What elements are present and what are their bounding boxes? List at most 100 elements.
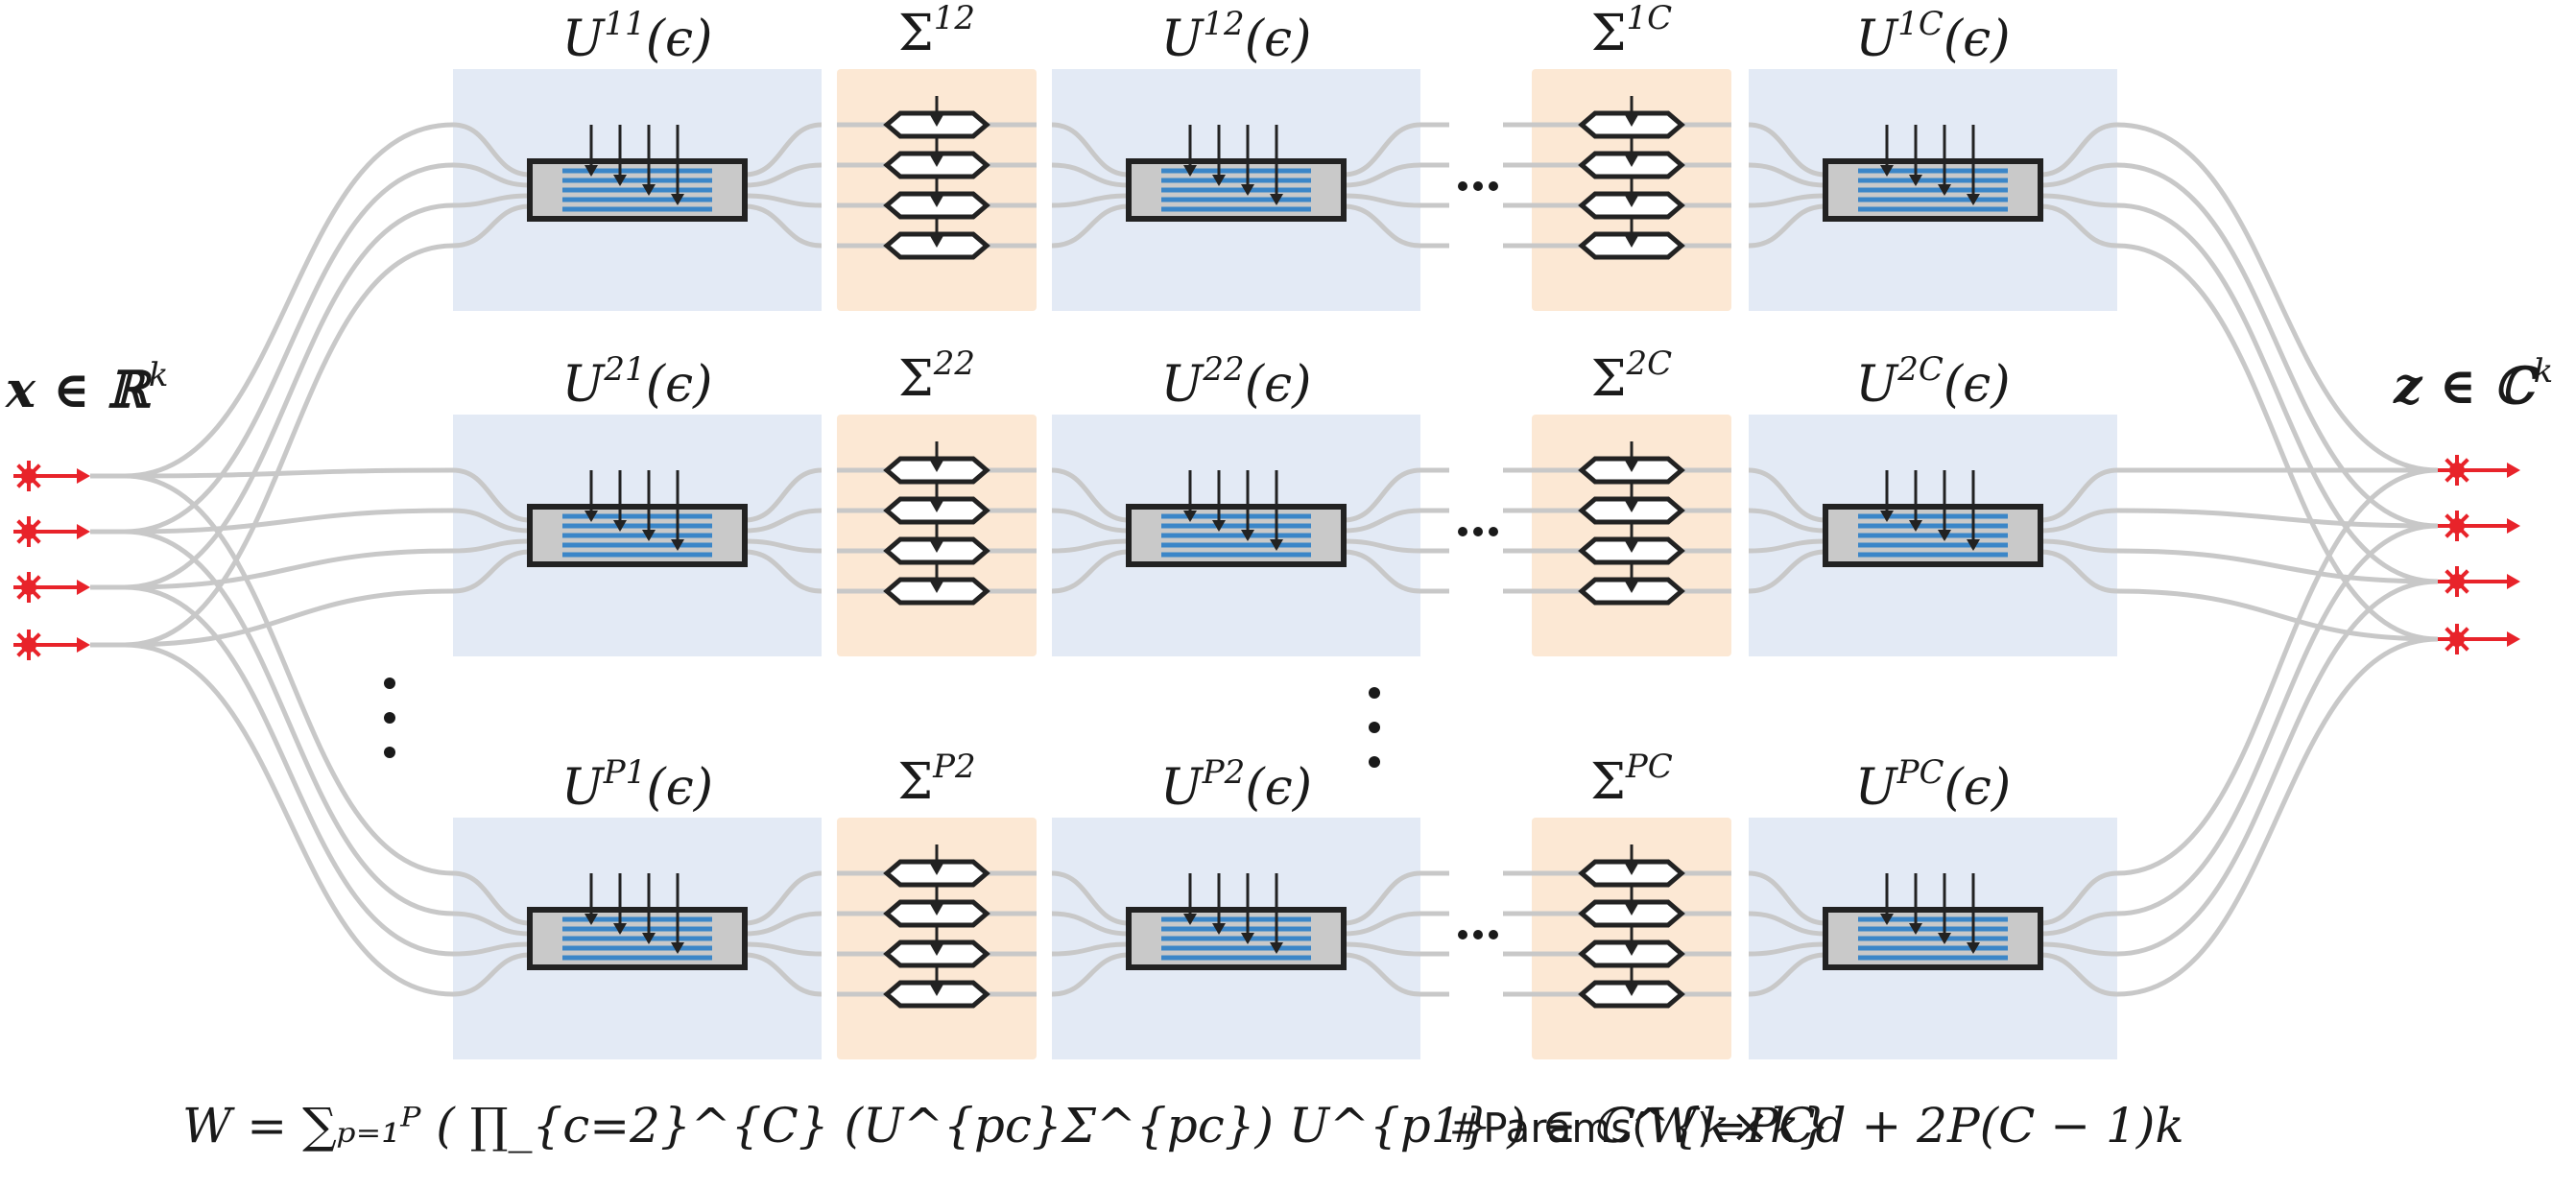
ellipsis-horizontal bbox=[1458, 181, 1498, 191]
formula-params-prefix: #Params( bbox=[1449, 1105, 1648, 1152]
u-block-label: UPC(ϵ) bbox=[1855, 753, 2011, 817]
u-input-waveguide bbox=[1051, 941, 1130, 957]
formula-params-mid: )= bbox=[1697, 1105, 1747, 1152]
input-fan-waveguide bbox=[124, 642, 454, 997]
input-fan-waveguide bbox=[124, 202, 454, 590]
unitary-mesh-box bbox=[527, 470, 748, 567]
label-base: Σ bbox=[1591, 350, 1627, 408]
waveguides bbox=[90, 122, 2439, 997]
sigma-block-label: Σ22 bbox=[898, 345, 975, 408]
label-base: Σ bbox=[898, 350, 934, 408]
u-block-label: UP2(ϵ) bbox=[1160, 753, 1312, 817]
label-base: U bbox=[562, 356, 607, 414]
label-superscript: 1C bbox=[1627, 0, 1673, 37]
u-output-waveguide bbox=[2039, 508, 2118, 534]
label-superscript: P2 bbox=[1202, 753, 1246, 792]
u-input-waveguide bbox=[1051, 193, 1130, 208]
phase-shifter-icon bbox=[1578, 136, 1685, 179]
formula-w: W = ∑ₚ₌₁ᴾ ( ∏_{c=2}^{C} (U^{pc}Σ^{pc}) U… bbox=[182, 1098, 1829, 1153]
label-argument: (ϵ) bbox=[1944, 759, 2012, 817]
u-output-waveguide bbox=[2039, 467, 2118, 523]
label-superscript: 2C bbox=[1896, 350, 1944, 389]
u-input-waveguide bbox=[1051, 538, 1130, 554]
output-fan-waveguide bbox=[2116, 588, 2439, 642]
u-output-waveguide bbox=[1343, 467, 1421, 523]
u-input-waveguide bbox=[1051, 870, 1130, 926]
label-base: U bbox=[1161, 356, 1205, 414]
u-input-waveguide bbox=[1051, 952, 1130, 997]
u-block-label: U21(ϵ) bbox=[562, 350, 713, 414]
u-block-label: U12(ϵ) bbox=[1161, 5, 1312, 68]
unitary-mesh-box bbox=[1823, 125, 2043, 222]
label-superscript: PC bbox=[1896, 753, 1944, 792]
phase-shifter-icon bbox=[1578, 522, 1685, 565]
u-output-waveguide bbox=[744, 203, 823, 249]
u-output-waveguide bbox=[2039, 911, 2118, 937]
label-superscript: 21 bbox=[603, 350, 645, 389]
u-input-waveguide bbox=[1748, 193, 1826, 208]
io-label-base: x ∈ ℝ bbox=[5, 361, 153, 419]
u-output-waveguide bbox=[1343, 122, 1421, 178]
u-output-waveguide bbox=[1343, 911, 1421, 937]
u-output-waveguide bbox=[1343, 941, 1421, 957]
phase-shifter-icon bbox=[1578, 844, 1685, 888]
u-input-waveguide bbox=[1051, 467, 1130, 523]
u-block-label: U2C(ϵ) bbox=[1855, 350, 2010, 414]
output-laser-icon bbox=[2438, 624, 2520, 654]
label-superscript: 22 bbox=[1202, 350, 1244, 389]
u-output-waveguide bbox=[2039, 122, 2118, 178]
u-input-waveguide bbox=[452, 467, 531, 523]
sigma-block-label: Σ12 bbox=[898, 0, 975, 62]
u-output-waveguide bbox=[1343, 203, 1421, 249]
label-base: U bbox=[1160, 759, 1205, 817]
label-base: Σ bbox=[1590, 753, 1626, 811]
input-laser-icon bbox=[13, 516, 90, 547]
sigma-block-label: ΣPC bbox=[1590, 748, 1673, 811]
phase-shifter-icon bbox=[1578, 177, 1685, 220]
u-input-waveguide bbox=[1748, 467, 1826, 523]
u-output-waveguide bbox=[744, 538, 823, 554]
input-fan-waveguide bbox=[124, 473, 454, 876]
u-output-waveguide bbox=[2039, 203, 2118, 249]
input-laser-icon bbox=[13, 461, 90, 491]
label-base: Σ bbox=[1591, 5, 1627, 62]
input-fan-waveguide bbox=[124, 508, 454, 535]
label-superscript: 12 bbox=[934, 0, 975, 37]
u-input-waveguide bbox=[1748, 122, 1826, 178]
sigma-block-label: Σ2C bbox=[1591, 345, 1672, 408]
u-output-waveguide bbox=[1343, 162, 1421, 188]
label-argument: (ϵ) bbox=[646, 356, 713, 414]
phase-shifter-icon bbox=[883, 965, 990, 1009]
u-output-waveguide bbox=[2039, 549, 2118, 594]
label-base: U bbox=[1855, 11, 1899, 68]
u-output-waveguide bbox=[1343, 538, 1421, 554]
phase-shifter-icon bbox=[883, 217, 990, 260]
input-fan-waveguide bbox=[124, 162, 454, 535]
unitary-mesh-box bbox=[527, 125, 748, 222]
label-argument: (ϵ) bbox=[1944, 11, 2011, 68]
label-base: U bbox=[562, 11, 607, 68]
label-superscript: P1 bbox=[603, 753, 647, 792]
u-input-waveguide bbox=[1748, 941, 1826, 957]
formula-params-var: W bbox=[1648, 1098, 1701, 1153]
label-superscript: 22 bbox=[933, 345, 975, 383]
u-output-waveguide bbox=[1343, 870, 1421, 926]
u-output-waveguide bbox=[744, 911, 823, 937]
u-input-waveguide bbox=[452, 162, 531, 188]
label-superscript: 2C bbox=[1626, 345, 1673, 383]
input-fan-waveguide bbox=[124, 588, 454, 648]
u-block-label: U11(ϵ) bbox=[562, 5, 713, 68]
phase-shifter-icon bbox=[883, 562, 990, 606]
u-output-waveguide bbox=[1343, 193, 1421, 208]
phase-shifter-icon bbox=[883, 177, 990, 220]
input-fan-waveguide bbox=[124, 584, 454, 957]
label-argument: (ϵ) bbox=[1245, 356, 1312, 414]
unitary-mesh-box bbox=[1823, 873, 2043, 970]
output-label: z ∈ ℂk bbox=[2393, 352, 2553, 416]
u-block-label: U1C(ϵ) bbox=[1855, 5, 2010, 68]
u-block-label: UP1(ϵ) bbox=[561, 753, 713, 817]
u-input-waveguide bbox=[1051, 508, 1130, 534]
phase-shifter-icon bbox=[883, 136, 990, 179]
